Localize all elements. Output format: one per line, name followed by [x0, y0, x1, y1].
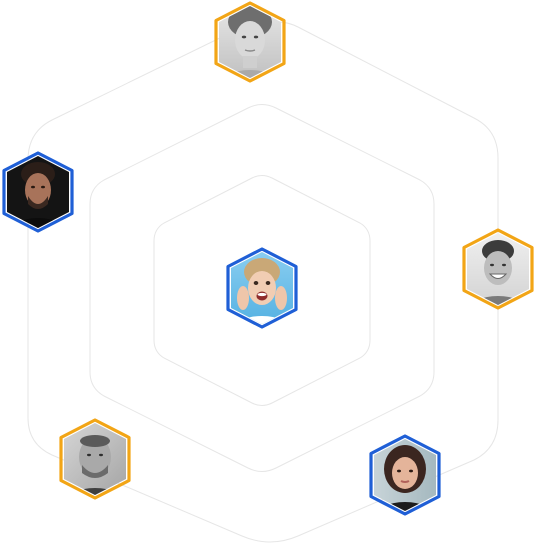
man-dark-portrait-icon: [2, 151, 74, 233]
avatar-bottom-right[interactable]: [364, 433, 446, 519]
woman-surprised-portrait-icon: [226, 247, 298, 329]
avatar-right[interactable]: [457, 227, 537, 313]
avatar-center[interactable]: [221, 246, 303, 332]
woman-dark-hair-portrait-icon: [369, 434, 441, 516]
avatar-top[interactable]: [209, 0, 291, 86]
man-bald-portrait-icon: [59, 418, 131, 500]
middle-ring: [89, 104, 435, 472]
avatar-left[interactable]: [0, 150, 79, 236]
outer-ring: [27, 21, 499, 543]
avatar-bottom-left[interactable]: [54, 417, 136, 503]
man-smiling-portrait-icon: [462, 228, 534, 310]
woman-neutral-portrait-icon: [214, 1, 286, 83]
inner-ring: [153, 175, 371, 406]
